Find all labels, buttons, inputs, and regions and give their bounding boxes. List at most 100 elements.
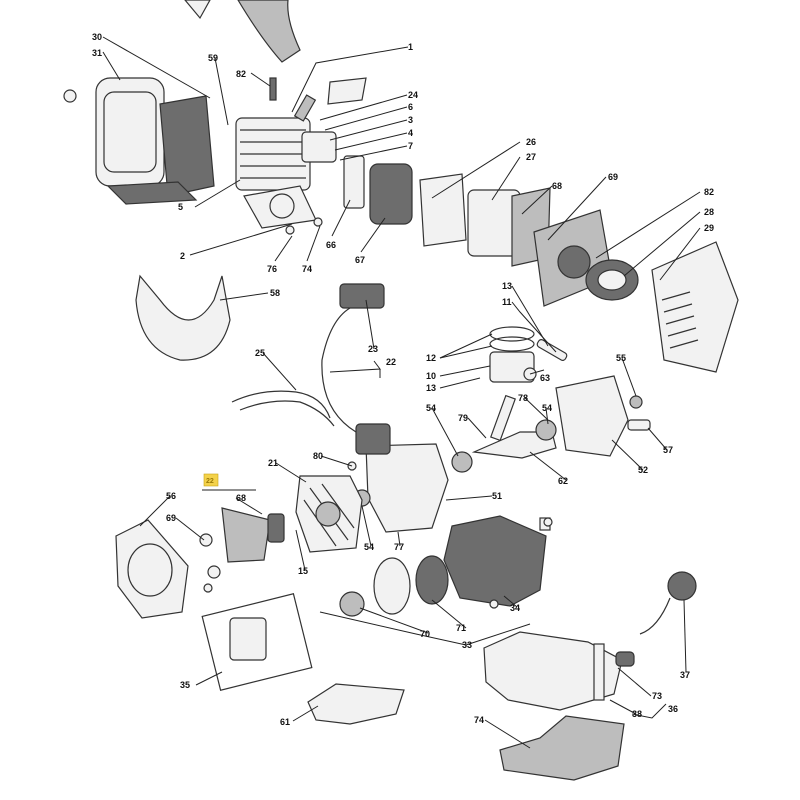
primer-bulb: [615, 651, 635, 667]
part-label: 6: [408, 102, 413, 112]
air-filter-element-hole: [597, 269, 627, 291]
part-label: 29: [704, 223, 714, 233]
part-label: 67: [355, 255, 365, 265]
part-label: 28: [704, 207, 714, 217]
piston: [489, 351, 535, 383]
bolt: [285, 225, 295, 235]
part-label: 4: [408, 128, 413, 138]
crank-bearing: [451, 451, 473, 473]
fan-shroud: [135, 274, 231, 361]
part-label: 73: [652, 691, 662, 701]
crankcase-half: [555, 375, 629, 457]
part-label: 36: [668, 704, 678, 714]
part-label: 71: [456, 623, 466, 633]
part-label: 54: [364, 542, 374, 552]
part-label: 25: [255, 348, 265, 358]
part-label: 70: [420, 629, 430, 639]
bolt: [543, 517, 553, 527]
switch-wires: [231, 390, 331, 419]
highlight-marker: [203, 473, 219, 487]
part-label: 13: [502, 281, 512, 291]
fuel-pickup: [593, 643, 605, 701]
intake-manifold: [301, 131, 337, 163]
part-label: 23: [368, 344, 378, 354]
crank-bearing: [535, 419, 557, 441]
part-label: 58: [270, 288, 280, 298]
part-label: 27: [526, 152, 536, 162]
part-label: 68: [552, 181, 562, 191]
part-label: 52: [638, 465, 648, 475]
ignition-module: [355, 423, 391, 455]
part-label: 69: [166, 513, 176, 523]
mounting-bracket: [499, 715, 625, 781]
part-label: 22: [386, 357, 396, 367]
part-label: 33: [462, 640, 472, 650]
crankshaft: [471, 431, 557, 459]
part-label: 1: [408, 42, 413, 52]
plug-57: [627, 419, 651, 431]
part-label: 5: [178, 202, 183, 212]
ignition-coil: [339, 283, 385, 309]
part-label: 7: [408, 141, 413, 151]
part-label: 12: [426, 353, 436, 363]
cylinder-fins: [240, 129, 306, 179]
part-label: 80: [313, 451, 323, 461]
fuel-cap: [667, 571, 697, 601]
leader-lines: [102, 36, 701, 749]
muffler: [95, 77, 165, 187]
part-label: 51: [492, 491, 502, 501]
part-label: 82: [704, 187, 714, 197]
part-label: 62: [558, 476, 568, 486]
part-label: 69: [608, 172, 618, 182]
part-label: 54: [426, 403, 436, 413]
switch-wires: [239, 400, 335, 427]
flywheel-hub: [315, 501, 341, 527]
part-label: 31: [92, 48, 102, 58]
washer: [63, 89, 77, 103]
highlight-marker-label: 22: [206, 478, 214, 485]
cylinder-bore: [269, 193, 295, 219]
recoil-housing: [443, 515, 547, 607]
air-filter-cover: [651, 241, 739, 373]
muffler-gasket: [159, 95, 215, 197]
part-label: 78: [518, 393, 528, 403]
part-label: 63: [540, 373, 550, 383]
part-label: 37: [680, 670, 690, 680]
part-label: 15: [298, 566, 308, 576]
part-label: 66: [326, 240, 336, 250]
reed-gasket: [327, 77, 367, 105]
boom-piece: [237, 0, 301, 63]
part-label: 57: [663, 445, 673, 455]
part-label: 61: [280, 717, 290, 727]
part-label: 10: [426, 371, 436, 381]
clutch-bolt: [207, 565, 221, 579]
cover-vents: [661, 291, 699, 349]
clutch-housing: [115, 519, 189, 619]
part-labels: 30 31 59 82 1 24 6 3 4 7 5 2 76 74 66 67…: [92, 32, 714, 727]
starter-pulley: [373, 557, 411, 615]
fuel-tank: [483, 631, 623, 711]
fuel-line: [639, 597, 671, 635]
part-label: 30: [92, 32, 102, 42]
piston-ring: [489, 336, 535, 352]
part-label: 59: [208, 53, 218, 63]
starter-spring: [415, 555, 449, 605]
part-label: 79: [458, 413, 468, 423]
carb-gasket: [419, 173, 467, 247]
bolt: [313, 217, 323, 227]
air-filter-port: [557, 245, 591, 279]
part-label: 24: [408, 90, 418, 100]
part-label: 11: [502, 297, 512, 307]
clutch-bolt: [199, 533, 213, 547]
piston-ring: [489, 326, 535, 342]
crankcase: [365, 443, 449, 533]
part-label: 82: [236, 69, 246, 79]
clutch-shoe: [221, 507, 271, 563]
part-label: 56: [166, 491, 176, 501]
muffler-plate: [106, 181, 198, 205]
conrod: [490, 394, 516, 442]
starter-box: [201, 593, 313, 691]
part-label: 68: [236, 493, 246, 503]
muffler-inner: [103, 91, 157, 173]
